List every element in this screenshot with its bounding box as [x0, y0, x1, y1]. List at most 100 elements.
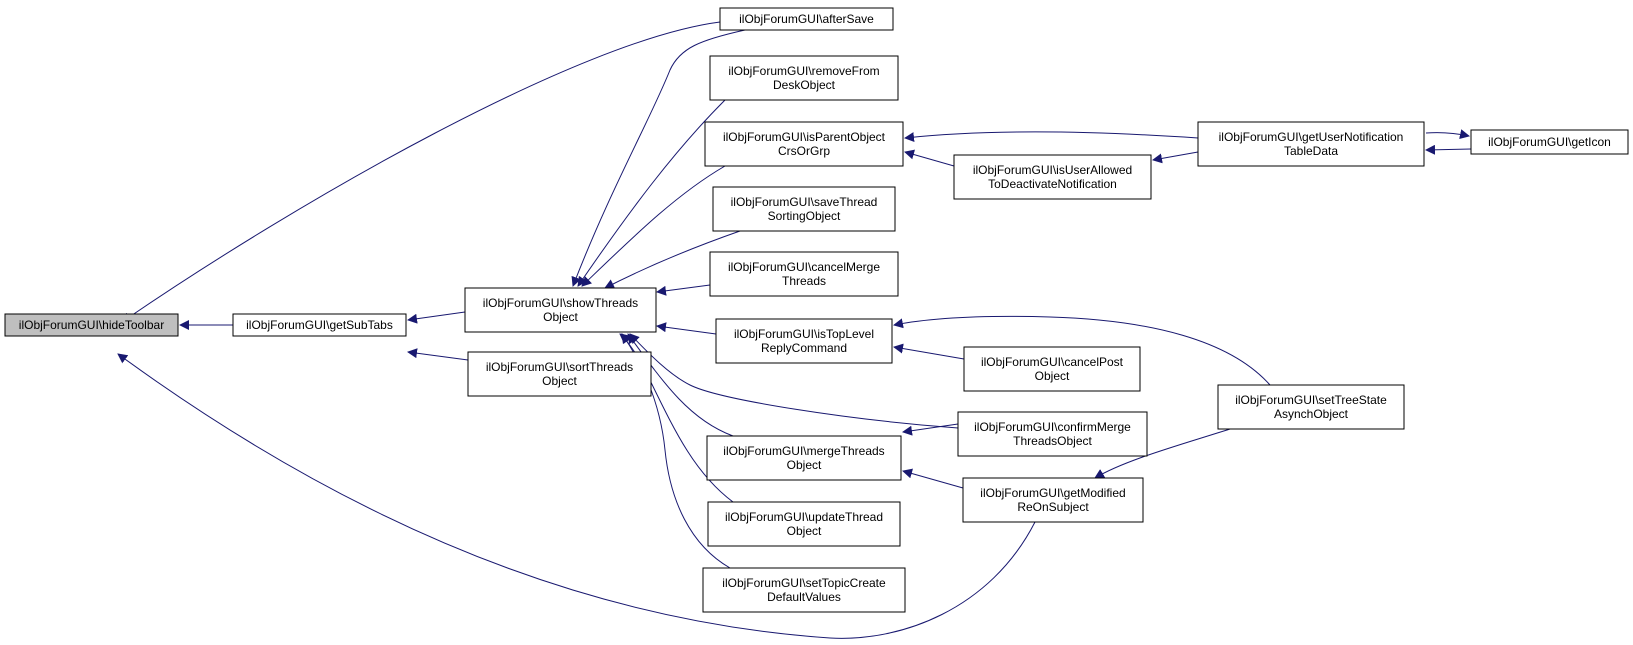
edge-mergeThreadsObject-to-showThreadsObject [627, 333, 734, 437]
node-label-line: ilObjForumGUI\isTopLevel [734, 327, 874, 341]
node-setTopicCreateDefaultValues[interactable]: ilObjForumGUI\setTopicCreateDefaultValue… [702, 567, 906, 613]
node-box [707, 501, 901, 547]
node-label-line: DeskObject [773, 78, 836, 92]
node-label-line: ToDeactivateNotification [988, 177, 1117, 191]
edge-afterSave-to-hideToolbar [121, 21, 721, 323]
node-label-line: ilObjForumGUI\saveThread [731, 195, 878, 209]
node-label-line: ilObjForumGUI\sortThreads [486, 360, 633, 374]
edges-layer [117, 21, 1472, 639]
node-label-line: ilObjForumGUI\afterSave [739, 12, 874, 26]
node-getSubTabs[interactable]: ilObjForumGUI\getSubTabs [232, 313, 407, 337]
node-hideToolbar[interactable]: ilObjForumGUI\hideToolbar [4, 313, 179, 337]
node-label-line: ilObjForumGUI\removeFrom [728, 64, 879, 78]
node-getIcon[interactable]: ilObjForumGUI\getIcon [1470, 129, 1629, 155]
edge-confirmMergeThreadsObject-to-showThreadsObject [629, 333, 959, 429]
edge-confirmMergeThreadsObject-to-mergeThreadsObject [902, 423, 959, 436]
edge-getUserNotificationTableData-to-isParentObjectCrsOrGrp [904, 131, 1199, 143]
node-box [232, 313, 407, 337]
edge-getModifiedReOnSubject-to-mergeThreadsObject [902, 468, 964, 489]
node-label-line: Object [1035, 369, 1070, 383]
node-label-line: ilObjForumGUI\setTreeState [1235, 393, 1387, 407]
node-label-line: ilObjForumGUI\getModified [980, 486, 1125, 500]
edge-getModifiedReOnSubject-to-hideToolbar [117, 353, 1036, 639]
node-label-line: ilObjForumGUI\cancelMerge [728, 260, 880, 274]
node-label-line: ilObjForumGUI\hideToolbar [19, 318, 164, 332]
node-label-line: Object [787, 458, 822, 472]
edge-saveThreadSortingObject-to-showThreadsObject [604, 230, 741, 289]
node-label-line: Threads [782, 274, 826, 288]
node-isUserAllowedToDeactivateNotification[interactable]: ilObjForumGUI\isUserAllowedToDeactivateN… [953, 154, 1152, 200]
node-box [962, 477, 1144, 523]
node-box [704, 121, 904, 167]
node-box [1470, 129, 1629, 155]
node-label-line: SortingObject [768, 209, 841, 223]
node-box [963, 346, 1141, 392]
node-box [464, 287, 657, 333]
edge-isParentObjectCrsOrGrp-to-showThreadsObject [581, 165, 726, 287]
node-box [953, 154, 1152, 200]
node-box [709, 55, 899, 101]
node-box [702, 567, 906, 613]
node-label-line: ReOnSubject [1017, 500, 1089, 514]
node-label-line: CrsOrGrp [778, 144, 830, 158]
node-afterSave[interactable]: ilObjForumGUI\afterSave [719, 7, 894, 31]
node-label-line: ilObjForumGUI\mergeThreads [723, 444, 884, 458]
node-label-line: TableData [1284, 144, 1338, 158]
node-label-line: AsynchObject [1274, 407, 1349, 421]
nodes-layer: ilObjForumGUI\hideToolbar ilObjForumGUI\g… [4, 7, 1629, 613]
node-label-line: Object [542, 374, 577, 388]
node-label-line: ilObjForumGUI\confirmMerge [974, 420, 1131, 434]
node-label-line: ilObjForumGUI\showThreads [483, 296, 638, 310]
edge-cancelPostObject-to-isTopLevelReplyCommand [893, 343, 965, 360]
node-label-line: ilObjForumGUI\isParentObject [723, 130, 886, 144]
edge-setTreeStateAsynchObject-to-getModifiedReOnSubject [1094, 428, 1231, 479]
node-box [709, 251, 899, 297]
node-getUserNotificationTableData[interactable]: ilObjForumGUI\getUserNotificationTableDa… [1197, 121, 1425, 167]
node-label-line: Object [543, 310, 578, 324]
node-label-line: ilObjForumGUI\updateThread [725, 510, 883, 524]
edge-afterSave-to-showThreadsObject [571, 29, 746, 287]
edge-getUserNotificationTableData-to-isUserAllowedToDeactivateNotification [1152, 151, 1199, 164]
edge-getIcon-to-getUserNotificationTableData [1425, 144, 1472, 155]
node-label-line: ilObjForumGUI\getSubTabs [246, 318, 393, 332]
node-label-line: ilObjForumGUI\getIcon [1488, 135, 1611, 149]
edge-sortThreadsObject-to-getSubTabs [407, 348, 469, 361]
node-label-line: ilObjForumGUI\getUserNotification [1219, 130, 1404, 144]
node-box [719, 7, 894, 31]
node-box [712, 186, 896, 232]
node-box [4, 313, 179, 337]
node-label-line: ThreadsObject [1013, 434, 1092, 448]
node-box [1217, 384, 1405, 430]
node-box [715, 318, 893, 364]
node-label-line: Object [787, 524, 822, 538]
node-label-line: ilObjForumGUI\isUserAllowed [973, 163, 1132, 177]
node-box [467, 351, 652, 397]
node-label-line: DefaultValues [767, 590, 841, 604]
node-label-line: ReplyCommand [761, 341, 847, 355]
node-box [957, 411, 1148, 457]
node-label-line: ilObjForumGUI\setTopicCreate [722, 576, 886, 590]
node-label-line: ilObjForumGUI\cancelPost [981, 355, 1124, 369]
edge-isTopLevelReplyCommand-to-showThreadsObject [656, 322, 717, 335]
edge-isUserAllowedToDeactivateNotification-to-isParentObjectCrsOrGrp [904, 149, 955, 167]
edge-removeFromDeskObject-to-showThreadsObject [577, 99, 726, 287]
edge-showThreadsObject-to-getSubTabs [407, 311, 466, 324]
node-box [706, 435, 902, 481]
edge-cancelMergeThreads-to-showThreadsObject [656, 284, 711, 296]
edge-setTreeStateAsynchObject-to-isTopLevelReplyCommand [893, 315, 1271, 386]
edge-getUserNotificationTableData-to-getIcon [1425, 129, 1470, 140]
